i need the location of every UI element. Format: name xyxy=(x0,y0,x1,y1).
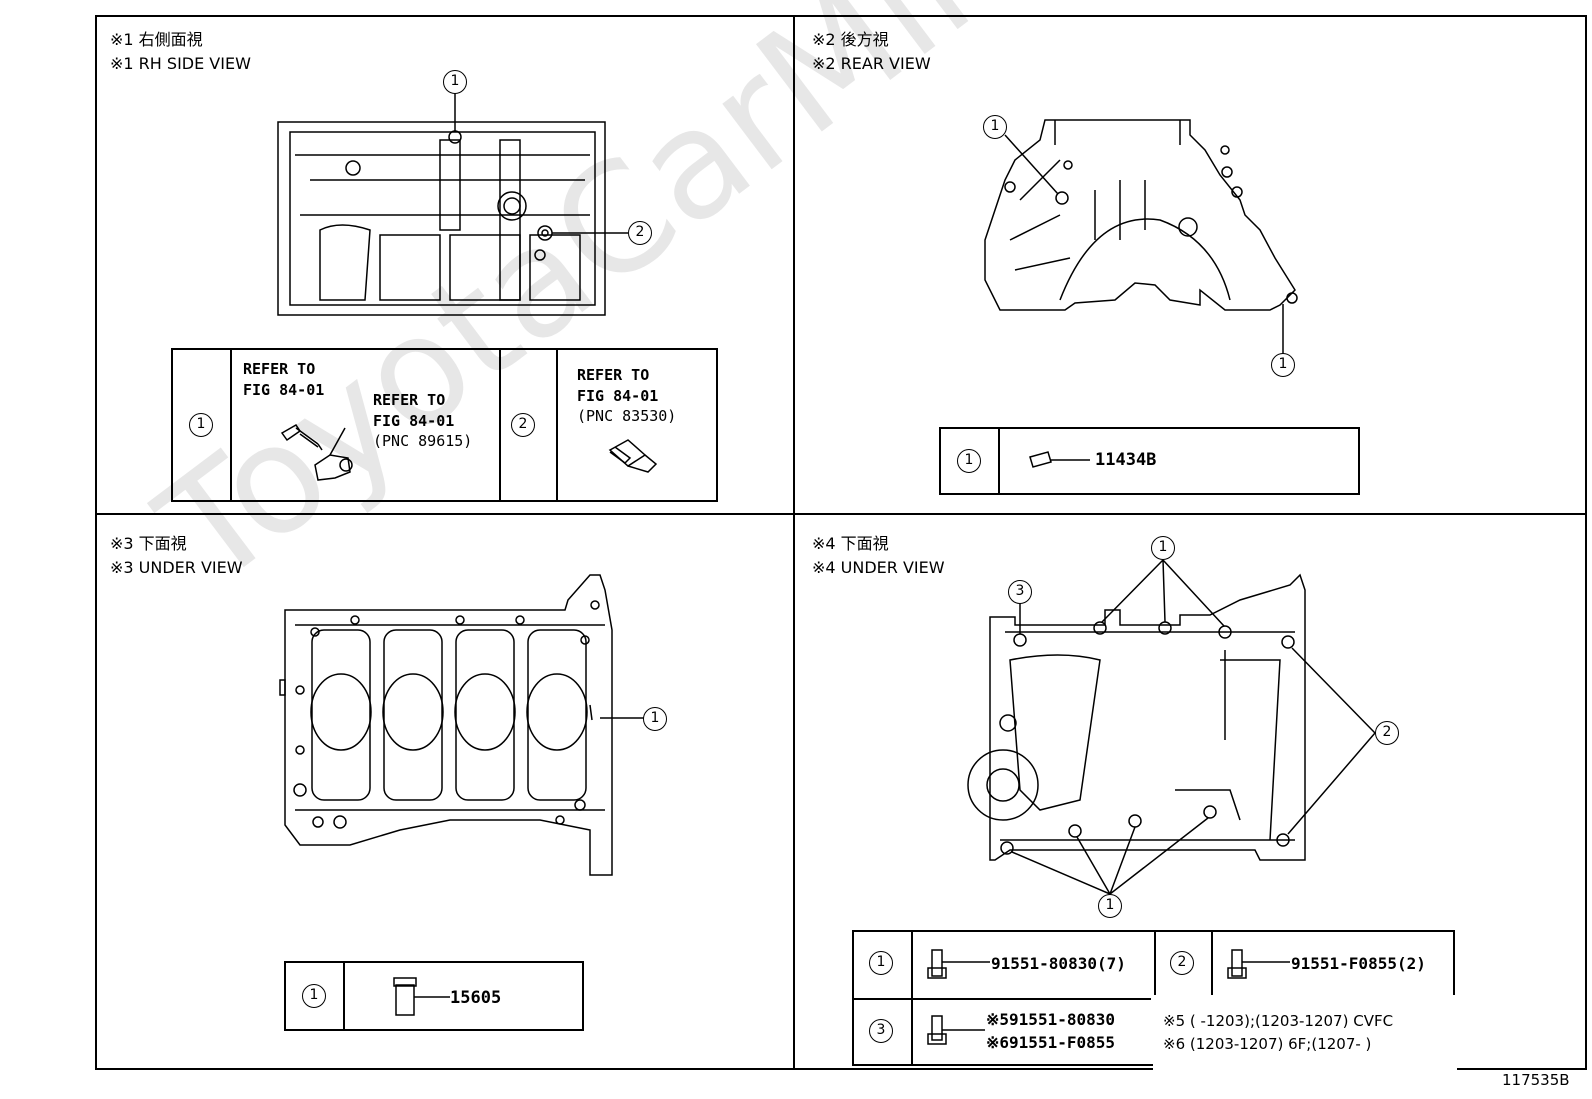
part-number-b: ※691551-F0855 xyxy=(986,1033,1115,1052)
figure-number: 117535B xyxy=(1502,1071,1570,1089)
note-5: ※5 ( -1203);(1203-1207) CVFC xyxy=(1163,1012,1394,1030)
callout-2: 2 xyxy=(1375,721,1399,745)
callout-1: 1 xyxy=(643,707,667,731)
note-6: ※6 (1203-1207) 6F;(1207- ) xyxy=(1163,1035,1372,1053)
part-number: 91551-F0855(2) xyxy=(1291,954,1426,973)
part-number: 15605 xyxy=(450,988,502,1008)
callout-1: 1 xyxy=(443,70,467,94)
table-key-3: 3 xyxy=(869,1019,893,1043)
ref-c-line2: FIG 84-01 xyxy=(577,387,659,405)
diagram-frame xyxy=(95,15,1587,1070)
callout-1: 1 xyxy=(1151,536,1175,560)
rh-side-caption-jp: ※1 右側面視 xyxy=(110,30,203,49)
vertical-divider xyxy=(793,15,795,1070)
part-number-a: ※591551-80830 xyxy=(986,1010,1115,1029)
callout-2: 2 xyxy=(628,221,652,245)
ref-a-line1: REFER TO xyxy=(243,360,316,378)
callout-3: 3 xyxy=(1008,580,1032,604)
ref-b-line2: FIG 84-01 xyxy=(373,412,455,430)
part-number: 11434B xyxy=(1095,450,1157,470)
under3-caption-en: ※3 UNDER VIEW xyxy=(110,558,243,577)
rh-side-parts-table xyxy=(171,348,718,502)
ref-b-line1: REFER TO xyxy=(373,391,446,409)
under3-caption-jp: ※3 下面視 xyxy=(110,534,187,553)
ref-c-line1: REFER TO xyxy=(577,366,650,384)
under4-caption-en: ※4 UNDER VIEW xyxy=(812,558,945,577)
rear-caption-en: ※2 REAR VIEW xyxy=(812,54,931,73)
table-key-1: 1 xyxy=(957,449,981,473)
table-key-2: 2 xyxy=(1170,951,1194,975)
callout-1: 1 xyxy=(1098,894,1122,918)
rear-caption-jp: ※2 後方視 xyxy=(812,30,889,49)
table-key-2: 2 xyxy=(511,413,535,437)
ref-a-line2: FIG 84-01 xyxy=(243,381,325,399)
ref-c-line3: (PNC 83530) xyxy=(577,407,677,425)
under4-caption-jp: ※4 下面視 xyxy=(812,534,889,553)
table-key-1: 1 xyxy=(189,413,213,437)
callout-1: 1 xyxy=(1271,353,1295,377)
part-number: 91551-80830(7) xyxy=(991,954,1126,973)
table-key-1: 1 xyxy=(302,984,326,1008)
table-key-1: 1 xyxy=(869,951,893,975)
rear-parts-table xyxy=(939,427,1360,495)
callout-1: 1 xyxy=(983,115,1007,139)
under3-parts-table xyxy=(284,961,584,1031)
rh-side-caption-en: ※1 RH SIDE VIEW xyxy=(110,54,251,73)
horizontal-divider xyxy=(95,513,1587,515)
ref-b-line3: (PNC 89615) xyxy=(373,432,473,450)
